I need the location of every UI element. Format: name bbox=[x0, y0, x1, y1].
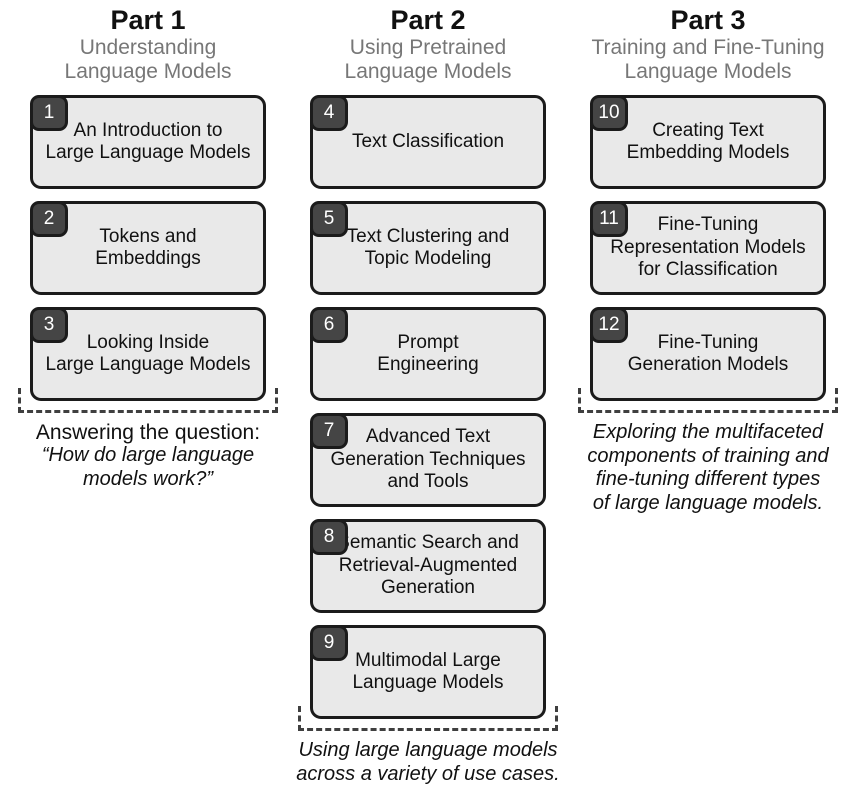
part-subtitle: Using Pretrained Language Models bbox=[344, 36, 512, 83]
part-2-column: Part 2 Using Pretrained Language Models … bbox=[296, 6, 559, 786]
chapter-number-badge: 1 bbox=[30, 95, 68, 131]
chapter-title: Fine-Tuning Generation Models bbox=[627, 331, 789, 375]
part-title: Part 1 bbox=[110, 5, 186, 35]
chapter-box-7: 7 Advanced Text Generation Techniques an… bbox=[310, 413, 546, 507]
part-1-column: Part 1 Understanding Language Models 1 A… bbox=[18, 6, 278, 786]
chapter-box-1: 1 An Introduction to Large Language Mode… bbox=[30, 95, 266, 189]
chapter-title: Multimodal Large Language Models bbox=[352, 649, 504, 693]
caption-quote: “How do large language models work?” bbox=[41, 444, 255, 490]
caption-lead: Answering the question: bbox=[35, 421, 261, 444]
part-2-caption: Using large language models across a var… bbox=[294, 739, 562, 786]
dashed-bracket bbox=[18, 388, 278, 413]
chapter-box-10: 10 Creating Text Embedding Models bbox=[590, 95, 826, 189]
chapter-title: Advanced Text Generation Techniques and … bbox=[330, 426, 526, 493]
part-1-caption: Answering the question: “How do large la… bbox=[14, 421, 282, 491]
chapter-title: Looking Inside Large Language Models bbox=[45, 331, 251, 375]
chapter-box-5: 5 Text Clustering and Topic Modeling bbox=[310, 201, 546, 295]
chapter-title: Fine-Tuning Representation Models for Cl… bbox=[610, 214, 806, 281]
chapter-box-8: 8 Semantic Search and Retrieval-Augmente… bbox=[310, 519, 546, 613]
dashed-bracket bbox=[298, 706, 558, 731]
chapter-number-badge: 10 bbox=[590, 95, 628, 131]
chapter-box-4: 4 Text Classification bbox=[310, 95, 546, 189]
chapter-title: Semantic Search and Retrieval-Augmented … bbox=[337, 532, 519, 599]
chapter-title: Tokens and Embeddings bbox=[95, 225, 201, 269]
part-subtitle: Understanding Language Models bbox=[64, 36, 232, 83]
chapter-number-badge: 11 bbox=[590, 201, 628, 237]
chapter-title: Creating Text Embedding Models bbox=[626, 119, 790, 163]
chapter-title: Text Classification bbox=[351, 130, 505, 152]
chapter-number-badge: 12 bbox=[590, 307, 628, 343]
chapter-number-badge: 5 bbox=[310, 201, 348, 237]
part-2-header: Part 2 Using Pretrained Language Models bbox=[296, 6, 560, 95]
chapter-number-badge: 7 bbox=[310, 413, 348, 449]
chapter-title: Prompt Engineering bbox=[377, 331, 479, 375]
part-2-chapters: 4 Text Classification 5 Text Clustering … bbox=[310, 95, 546, 719]
part-3-column: Part 3 Training and Fine-Tuning Language… bbox=[578, 6, 838, 786]
chapter-box-9: 9 Multimodal Large Language Models bbox=[310, 625, 546, 719]
caption-quote: Using large language models across a var… bbox=[296, 739, 560, 785]
part-1-chapters: 1 An Introduction to Large Language Mode… bbox=[30, 95, 266, 401]
chapter-box-12: 12 Fine-Tuning Generation Models bbox=[590, 307, 826, 401]
caption-quote: Exploring the multifaceted components of… bbox=[587, 421, 829, 514]
part-title: Part 3 bbox=[670, 5, 746, 35]
chapter-number-badge: 2 bbox=[30, 201, 68, 237]
chapter-box-6: 6 Prompt Engineering bbox=[310, 307, 546, 401]
chapter-number-badge: 3 bbox=[30, 307, 68, 343]
chapter-number-badge: 4 bbox=[310, 95, 348, 131]
part-3-chapters: 10 Creating Text Embedding Models 11 Fin… bbox=[590, 95, 826, 401]
chapter-box-2: 2 Tokens and Embeddings bbox=[30, 201, 266, 295]
chapter-number-badge: 6 bbox=[310, 307, 348, 343]
chapter-number-badge: 9 bbox=[310, 625, 348, 661]
chapter-box-3: 3 Looking Inside Large Language Models bbox=[30, 307, 266, 401]
part-title: Part 2 bbox=[390, 5, 466, 35]
part-3-caption: Exploring the multifaceted components of… bbox=[574, 421, 841, 515]
chapter-title: Text Clustering and Topic Modeling bbox=[346, 225, 510, 269]
chapter-number-badge: 8 bbox=[310, 519, 348, 555]
chapter-title: An Introduction to Large Language Models bbox=[45, 119, 251, 163]
chapter-box-11: 11 Fine-Tuning Representation Models for… bbox=[590, 201, 826, 295]
dashed-bracket bbox=[578, 388, 838, 413]
part-3-header: Part 3 Training and Fine-Tuning Language… bbox=[576, 6, 840, 95]
part-subtitle: Training and Fine-Tuning Language Models bbox=[591, 36, 825, 83]
part-1-header: Part 1 Understanding Language Models bbox=[16, 6, 280, 95]
